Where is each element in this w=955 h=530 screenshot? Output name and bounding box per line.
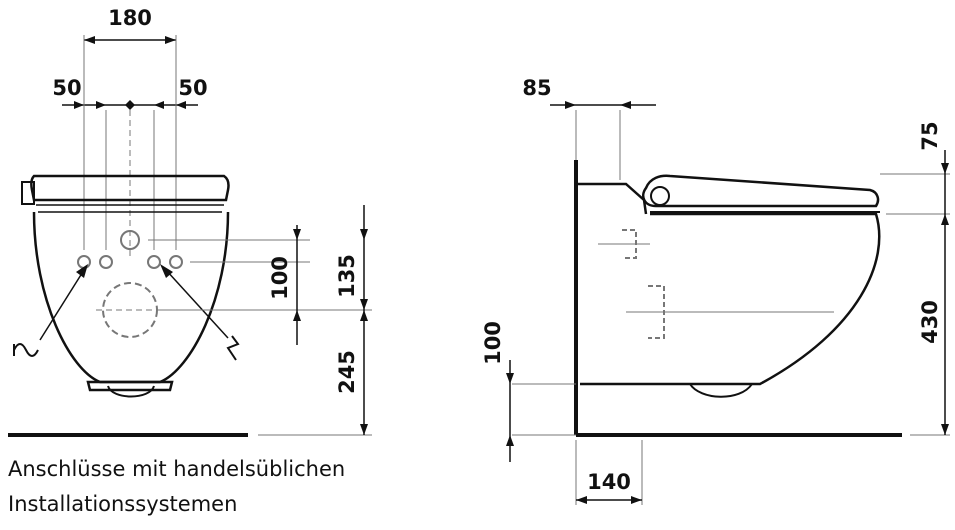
water-symbol-icon [13,343,39,357]
dim-85-label: 85 [522,76,551,100]
water-inlet-icon [77,255,91,269]
dim-75-label: 75 [918,121,942,150]
electric-symbol-icon [226,335,240,361]
caption-line-2: Installationssystemen [8,492,237,516]
side-bowl [578,174,881,398]
dimension-140: 140 [575,440,643,505]
flush-connector-icon [120,230,140,250]
front-symbols [13,264,240,361]
dim-50-right-label: 50 [178,76,207,100]
side-vertical-dims: 75 430 [880,121,950,436]
dim-100-label: 100 [268,256,292,300]
dimension-85: 85 [522,76,656,180]
dim-180-label: 180 [108,6,152,30]
side-view: 85 100 [481,76,950,505]
dim-135-label: 135 [335,254,359,298]
dimension-50-row: 50 50 [52,76,208,110]
dim-140-label: 140 [587,470,631,494]
side-dimension-100: 100 [481,321,576,462]
caption-line-1: Anschlüsse mit handelsüblichen [8,457,345,481]
front-bowl [21,174,230,398]
dim-side-100-label: 100 [481,321,505,365]
front-view: 180 50 50 [8,6,372,437]
front-center-lines [83,35,177,260]
front-vertical-dims: 100 135 245 [148,205,372,436]
water-inlet-icon [99,255,113,269]
front-connectors [77,230,183,338]
dim-245-label: 245 [335,350,359,394]
power-inlet-icon [147,255,161,269]
dim-50-left-label: 50 [52,76,81,100]
caption: Anschlüsse mit handelsüblichen Installat… [8,457,345,516]
power-inlet-icon [169,255,183,269]
dim-430-label: 430 [918,300,942,344]
side-connectors [598,229,834,339]
dimension-180: 180 [84,6,176,44]
